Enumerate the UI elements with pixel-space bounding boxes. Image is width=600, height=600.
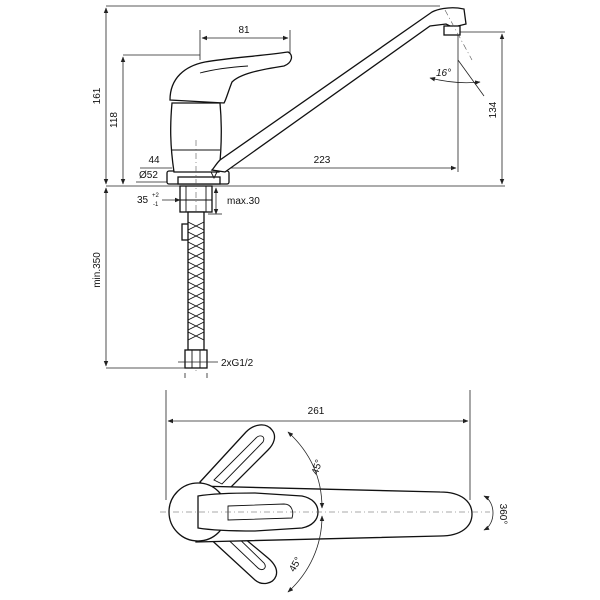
base-diameter-label: Ø52: [139, 170, 158, 181]
lever-rotated-up-slot: [213, 435, 265, 485]
lever-rotated-down-slot: [217, 525, 266, 571]
connection-label: 2xG1/2: [221, 358, 254, 369]
base-indicator: [209, 169, 219, 180]
body-height-label: 118: [109, 112, 120, 128]
side-view: 161 118 81 134 223 44 Ø52 35 +2 -1 max.3…: [92, 5, 505, 378]
deck-dimension-label: 35: [137, 195, 149, 206]
overall-length-label: 261: [308, 406, 325, 417]
rotation-label: 360°: [497, 504, 508, 525]
hose-braid: [187, 221, 205, 341]
mixer-body: [170, 102, 223, 173]
lever-width-label: 81: [238, 25, 250, 36]
spout-aerator: [443, 25, 461, 36]
spout-angle-arc: [429, 77, 481, 85]
angle-up-arc: [287, 431, 325, 509]
top-view: 261 45° 45° 360°: [160, 390, 508, 593]
angle-down-arc: [287, 515, 325, 593]
angle-down-label: 45°: [287, 555, 304, 574]
spout-angle-label: 16°: [436, 68, 451, 79]
hose-connector-nut: [184, 349, 208, 369]
lever-handle: [169, 51, 293, 104]
spout-height-label: 134: [488, 101, 499, 118]
deck-tolerance-minus: -1: [153, 202, 159, 208]
base-plate: [177, 176, 221, 185]
base-width-label: 44: [148, 155, 160, 166]
hose-length-label: min.350: [92, 252, 103, 288]
max-thickness-label: max.30: [227, 196, 260, 207]
deck-tolerance-plus: +2: [152, 193, 160, 199]
angle-up-label: 45°: [310, 458, 325, 476]
lever-handle-edge: [199, 65, 249, 74]
spout: [210, 7, 467, 173]
spout-angle-leader: [457, 59, 485, 97]
spout-centerline: [444, 9, 473, 61]
overall-height-label: 161: [92, 87, 103, 104]
spout-reach-label: 223: [314, 155, 331, 166]
lever-rotated-up: [199, 424, 276, 501]
rotation-arc: [483, 495, 494, 531]
